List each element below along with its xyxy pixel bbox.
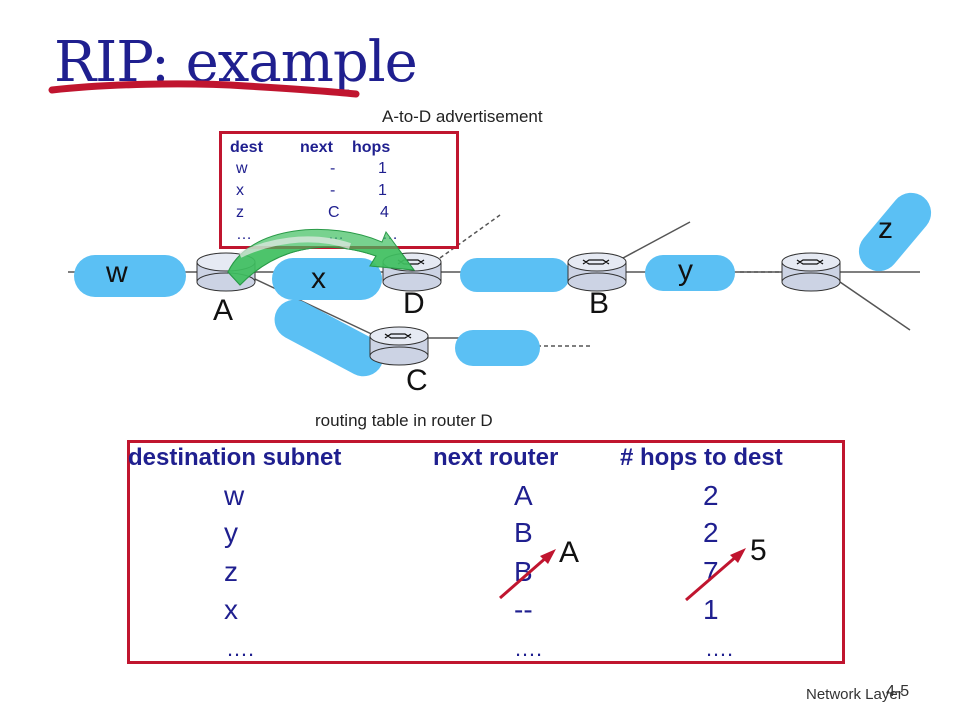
strike-hops-arrow <box>685 548 746 602</box>
router-a-label: A <box>213 294 234 327</box>
rt-header-next-router: next router <box>433 444 559 471</box>
adv-row-dest: w <box>236 160 248 177</box>
router-b-label: B <box>589 287 610 320</box>
subnet-y-blob <box>645 255 735 291</box>
rt-header-hops: # hops to dest <box>620 444 783 471</box>
rt-row-dest: z <box>224 556 238 587</box>
rt-row-dest: w <box>224 480 245 511</box>
adv-row-next: - <box>330 160 336 177</box>
routing-table <box>127 440 845 664</box>
dashed-links <box>261 214 790 347</box>
subnet-z-label: z <box>878 212 893 245</box>
page-number: 4-5 <box>886 683 910 700</box>
rt-row-next: …. <box>514 636 543 661</box>
advertisement-caption: A-to-D advertisement <box>382 107 543 126</box>
rt-row-hops: 1 <box>703 594 719 625</box>
routing-table-caption: routing table in router D <box>315 411 493 430</box>
advertisement-table: dest next hops w - 1 x - 1 z C 4 … … … <box>219 131 459 249</box>
updated-next-router: A <box>559 536 580 569</box>
rt-header-destination: destination subnet <box>128 444 342 471</box>
title-underline <box>48 80 360 98</box>
subnet-c-blob <box>455 330 540 366</box>
router-d-label: D <box>403 287 425 320</box>
adv-header-next: next <box>300 139 333 156</box>
subnet-w-blob <box>74 255 186 297</box>
adv-row-hops: 4 <box>380 204 389 221</box>
adv-row-hops: 1 <box>378 182 387 199</box>
updated-hops: 5 <box>750 534 767 567</box>
rt-row-hops: …. <box>705 636 734 661</box>
subnet-y-label: y <box>678 254 693 287</box>
rt-row-dest: x <box>224 594 238 625</box>
adv-header-dest: dest <box>230 139 263 156</box>
subnet-x-label: x <box>311 262 326 295</box>
router-c <box>369 326 429 366</box>
subnet-w-label: w <box>106 256 128 289</box>
adv-row-dest: … <box>236 226 252 243</box>
adv-row-dest: x <box>236 182 244 199</box>
adv-row-dest: z <box>236 204 244 221</box>
adv-header-hops: hops <box>352 139 391 156</box>
subnet-blobs <box>74 192 932 377</box>
rt-row-next: B <box>514 556 533 587</box>
rt-row-next: B <box>514 517 533 548</box>
subnet-d-b-blob <box>460 258 570 292</box>
rt-row-next: A <box>514 480 533 511</box>
rt-row-dest: y <box>224 517 238 548</box>
rt-row-dest: …. <box>226 636 255 661</box>
footer-label: Network Layer <box>806 686 903 703</box>
advertisement-arrow-overlay <box>227 228 416 286</box>
rt-row-hops: 7 <box>703 556 719 587</box>
subnet-x-blob <box>272 258 382 300</box>
rt-row-hops: 2 <box>703 517 719 548</box>
adv-row-hops: 1 <box>378 160 387 177</box>
router-b <box>567 252 627 292</box>
strike-next-arrow <box>499 549 556 600</box>
router-c-label: C <box>406 364 428 397</box>
rt-row-next: -- <box>514 594 533 625</box>
adv-row-next: C <box>328 204 340 221</box>
rt-row-hops: 2 <box>703 480 719 511</box>
subnet-z-blob <box>858 192 932 272</box>
adv-row-next: - <box>330 182 336 199</box>
router-far-right <box>781 252 841 292</box>
subnet-a-c-blob <box>274 299 384 377</box>
